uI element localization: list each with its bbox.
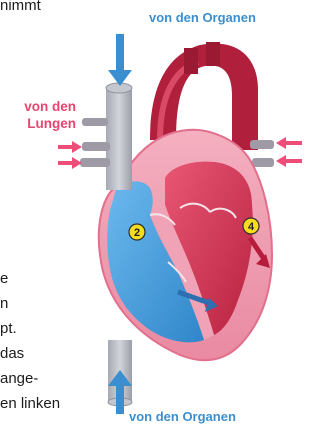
label-from-organs-top: von den Organen <box>149 10 256 25</box>
pulmonary-veins-left <box>80 118 110 167</box>
aorta-branch-2 <box>206 42 220 66</box>
marker-right-atrium: 2 <box>129 224 145 240</box>
marker-label-2: 2 <box>134 227 140 239</box>
label-from-lungs: von den Lungen <box>2 98 76 132</box>
label-from-organs-bottom: von den Organen <box>129 409 236 424</box>
pulmonary-veins-right <box>250 140 274 167</box>
aorta-branch-1 <box>184 48 198 74</box>
label-from-lungs-line-2: Lungen <box>2 115 76 132</box>
marker-label-4: 4 <box>248 221 255 233</box>
arrow-down-icon <box>108 34 132 86</box>
arrow-right-icon <box>58 141 82 169</box>
arrow-left-icon <box>276 137 302 167</box>
marker-left-ventricle: 4 <box>243 218 259 234</box>
label-from-lungs-line-1: von den <box>2 98 76 115</box>
